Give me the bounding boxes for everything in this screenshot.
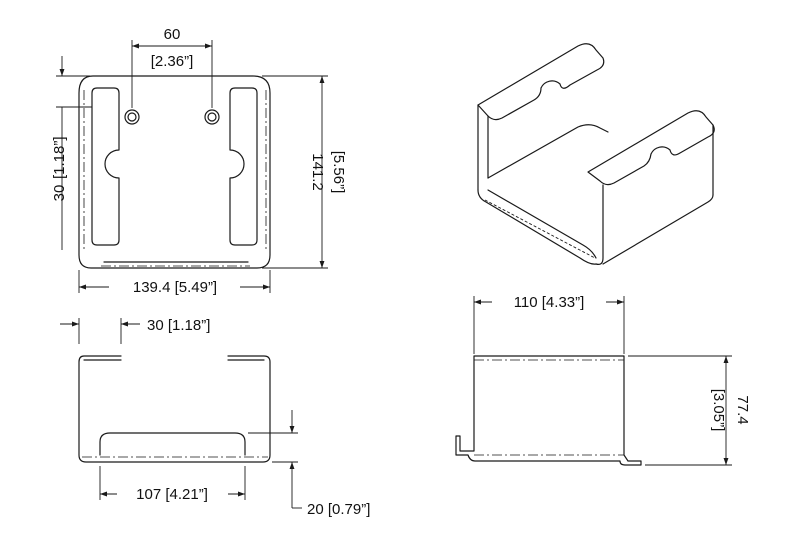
mount-hole-left-inner [127, 112, 137, 122]
front-view-outline [78, 75, 271, 269]
mount-hole-right-inner [207, 112, 217, 122]
dim-height: 141.2 [5.56”] [262, 75, 347, 269]
side-height-in: [3.05”] [710, 389, 727, 432]
hole-spacing-in: [2.36”] [151, 53, 194, 70]
slot-height-in: [1.18”] [51, 136, 68, 179]
base-bend-line [484, 199, 596, 259]
left-slot [91, 87, 120, 246]
side-elevation [455, 355, 642, 466]
dim-hole-spacing: 60 [2.36”] [131, 26, 213, 108]
flange-width-label: 30 [1.18”] [147, 317, 210, 334]
slot-height-mm: 30 [51, 185, 68, 202]
dim-width: 139.4 [5.49”] [78, 270, 271, 296]
front-view [78, 75, 271, 269]
depth-label: 110 [4.33”] [514, 294, 585, 311]
dim-depth: 110 [4.33”] [473, 292, 625, 354]
dim-slot-height: 30 [1.18”] [51, 56, 92, 250]
dim-lip-height: 20 [0.79”] [248, 410, 370, 518]
side-height-mm: 77.4 [734, 395, 751, 424]
height-in: [5.56”] [330, 151, 347, 194]
side-view-outline [78, 355, 271, 463]
floor-back-edge [487, 124, 609, 179]
inner-width-label: 107 [4.21”] [136, 486, 208, 503]
right-wall [587, 110, 715, 186]
lip-height-label: 20 [0.79”] [307, 501, 370, 518]
width-label: 139.4 [5.49”] [133, 279, 217, 296]
elevation-outline [455, 355, 642, 466]
side-view [78, 355, 271, 463]
base-right-edge [602, 194, 714, 265]
dim-side-height: 77.4 [3.05”] [628, 355, 751, 466]
back-wall [477, 43, 605, 121]
right-slot [229, 87, 258, 246]
height-mm: 141.2 [309, 153, 326, 191]
dim-flange: 30 [1.18”] [60, 317, 210, 344]
right-wall-front-edge [595, 184, 604, 265]
base-front-edge [477, 189, 597, 265]
isometric-view [477, 43, 715, 265]
dim-inner-width: 107 [4.21”] [99, 466, 246, 503]
hole-spacing-mm: 60 [164, 26, 181, 43]
base-inner-edge [487, 189, 597, 259]
lip-outline [99, 432, 246, 456]
